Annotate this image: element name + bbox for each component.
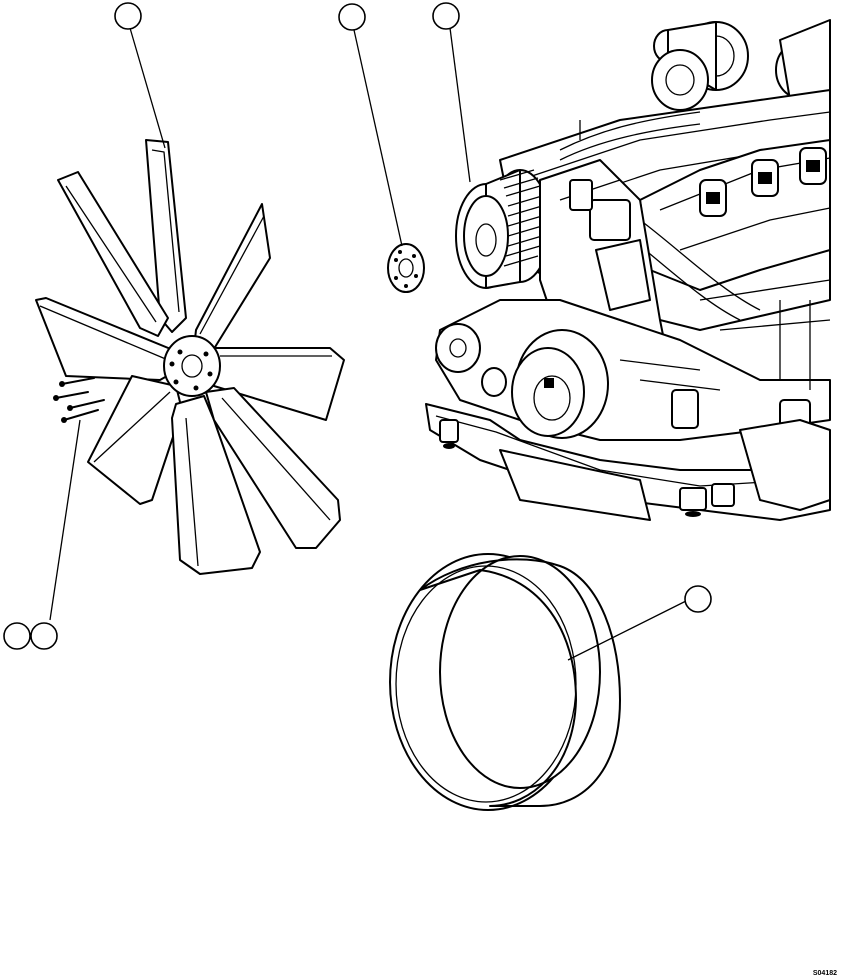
callout-bolts-b	[30, 622, 58, 650]
fan-mounting-bolts	[53, 377, 105, 423]
callout-belt	[684, 585, 712, 613]
drive-belt	[389, 553, 621, 811]
engine-assembly	[425, 19, 831, 521]
callout-bolts-a	[3, 622, 31, 650]
callout-pulley	[432, 2, 460, 30]
fan-assembly	[35, 139, 345, 575]
callout-spacer	[338, 3, 366, 31]
leader-lines	[49, 27, 689, 661]
callout-fan	[114, 2, 142, 30]
fan-spacer	[387, 243, 425, 293]
figure-number: S04182	[812, 970, 837, 977]
